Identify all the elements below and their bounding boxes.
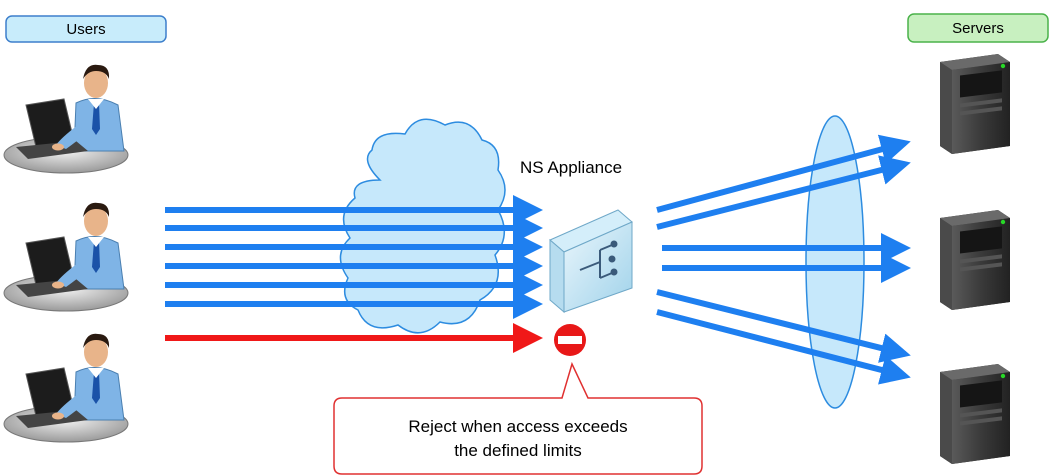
- server-tower-icon: [940, 54, 1010, 154]
- callout-line-2: the defined limits: [454, 441, 582, 460]
- forwarded-requests: [656, 134, 911, 385]
- server-tower-icon: [940, 210, 1010, 310]
- user-at-laptop-icon: [3, 202, 129, 312]
- forward-arrow: [656, 155, 911, 230]
- users-tag: Users: [5, 15, 167, 43]
- user-at-laptop-icon: [3, 333, 129, 443]
- servers-tag-label: Servers: [952, 20, 1004, 37]
- forward-arrow: [656, 309, 911, 385]
- callout-line-1: Reject when access exceeds: [408, 417, 627, 436]
- user-at-laptop-icon: [3, 64, 129, 174]
- network-appliance-icon: [549, 209, 633, 314]
- forward-arrow: [656, 134, 911, 213]
- appliance-label: NS Appliance: [520, 158, 622, 177]
- forward-arrow: [656, 289, 911, 363]
- server-tower-icon: [940, 364, 1010, 464]
- users-tag-label: Users: [66, 21, 105, 38]
- reject-callout: Reject when access exceeds the defined l…: [333, 361, 703, 475]
- no-entry-icon: [554, 324, 586, 356]
- servers-tag: Servers: [907, 13, 1049, 43]
- incoming-requests: [165, 195, 543, 319]
